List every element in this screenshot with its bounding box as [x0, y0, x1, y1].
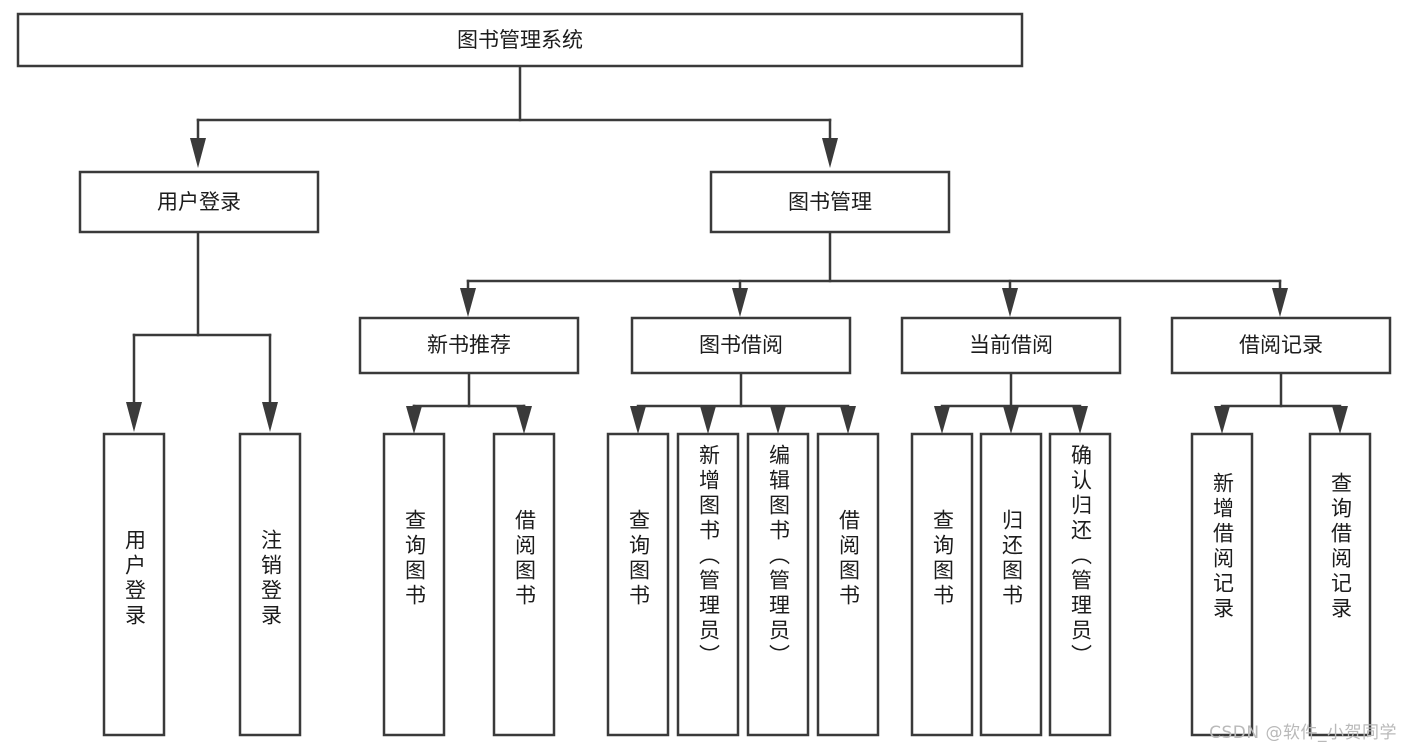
- leaf-user-login-box[interactable]: [102, 432, 166, 737]
- arrow-head-leaf-confirm-return: [1072, 406, 1088, 434]
- arrow-head-leaf-return-book: [1003, 406, 1019, 434]
- node-new-book-rec[interactable]: 新书推荐: [358, 316, 580, 375]
- arrow-head-borrow-record: [1272, 288, 1288, 317]
- node-borrow-record[interactable]: 借阅记录: [1170, 316, 1392, 375]
- node-borrow-record-label: 借阅记录: [1239, 333, 1323, 357]
- connector-group-current-borrow: [934, 371, 1088, 434]
- arrow-head-leaf-edit-book: [770, 406, 786, 434]
- leaf-borrow-book-rec-box[interactable]: [492, 432, 556, 737]
- connector-group-borrow-record: [1214, 371, 1348, 434]
- node-new-book-rec-box[interactable]: [358, 316, 580, 375]
- arrow-head-leaf-query-book-borrow: [630, 406, 646, 434]
- connector-group-user-login: [126, 230, 278, 432]
- arrow-head-new-book-rec: [460, 288, 476, 317]
- arrow-head-leaf-add-book: [700, 406, 716, 434]
- arrow-head-leaf-add-record: [1214, 406, 1230, 434]
- leaf-query-record-box[interactable]: [1308, 432, 1372, 737]
- leaf-boxes: [102, 432, 1372, 737]
- node-book-manage-box[interactable]: [709, 170, 951, 234]
- connector-group-book-borrow: [630, 371, 856, 434]
- node-root-box[interactable]: [16, 12, 1024, 68]
- connector-group-root: [190, 64, 838, 168]
- arrow-head-leaf-user-login: [126, 402, 142, 432]
- node-current-borrow[interactable]: 当前借阅: [900, 316, 1122, 375]
- node-book-borrow-box[interactable]: [630, 316, 852, 375]
- node-user-login-label: 用户登录: [157, 190, 241, 214]
- arrow-head-book-borrow: [732, 288, 748, 317]
- node-current-borrow-label: 当前借阅: [969, 333, 1053, 357]
- leaf-query-book-current-box[interactable]: [910, 432, 974, 737]
- leaf-add-record-box[interactable]: [1190, 432, 1254, 737]
- node-book-manage-label: 图书管理: [788, 190, 872, 214]
- arrow-head-leaf-borrow-book-rec: [516, 406, 532, 434]
- arrow-head-leaf-logout-login: [262, 402, 278, 432]
- arrow-head-leaf-query-record: [1332, 406, 1348, 434]
- node-user-login[interactable]: 用户登录: [78, 170, 320, 234]
- node-new-book-rec-label: 新书推荐: [427, 333, 511, 357]
- node-root-label: 图书管理系统: [457, 28, 583, 52]
- arrow-head-user-login: [190, 138, 206, 168]
- leaf-logout-login-box[interactable]: [238, 432, 302, 737]
- leaf-edit-book-box[interactable]: [746, 432, 810, 737]
- leaf-return-book-box[interactable]: [979, 432, 1043, 737]
- leaf-add-book-box[interactable]: [676, 432, 740, 737]
- node-current-borrow-box[interactable]: [900, 316, 1122, 375]
- leaf-query-book-borrow-box[interactable]: [606, 432, 670, 737]
- connector-group-book-manage: [460, 230, 1288, 317]
- node-borrow-record-box[interactable]: [1170, 316, 1392, 375]
- leaf-borrow-book-box[interactable]: [816, 432, 880, 737]
- node-book-manage[interactable]: 图书管理: [709, 170, 951, 234]
- connector-group-new-book-rec: [406, 371, 532, 434]
- node-root[interactable]: 图书管理系统: [16, 12, 1024, 68]
- leaf-query-book-rec-box[interactable]: [382, 432, 446, 737]
- node-user-login-box[interactable]: [78, 170, 320, 234]
- leaf-confirm-return-box[interactable]: [1048, 432, 1112, 737]
- node-book-borrow-label: 图书借阅: [699, 333, 783, 357]
- arrow-head-leaf-query-book-rec: [406, 406, 422, 434]
- arrow-head-current-borrow: [1002, 288, 1018, 317]
- watermark-text: CSDN @软件_小贺同学: [1209, 723, 1397, 743]
- arrow-head-leaf-query-book-current: [934, 406, 950, 434]
- arrow-head-book-manage: [822, 138, 838, 168]
- node-book-borrow[interactable]: 图书借阅: [630, 316, 852, 375]
- arrow-head-leaf-borrow-book: [840, 406, 856, 434]
